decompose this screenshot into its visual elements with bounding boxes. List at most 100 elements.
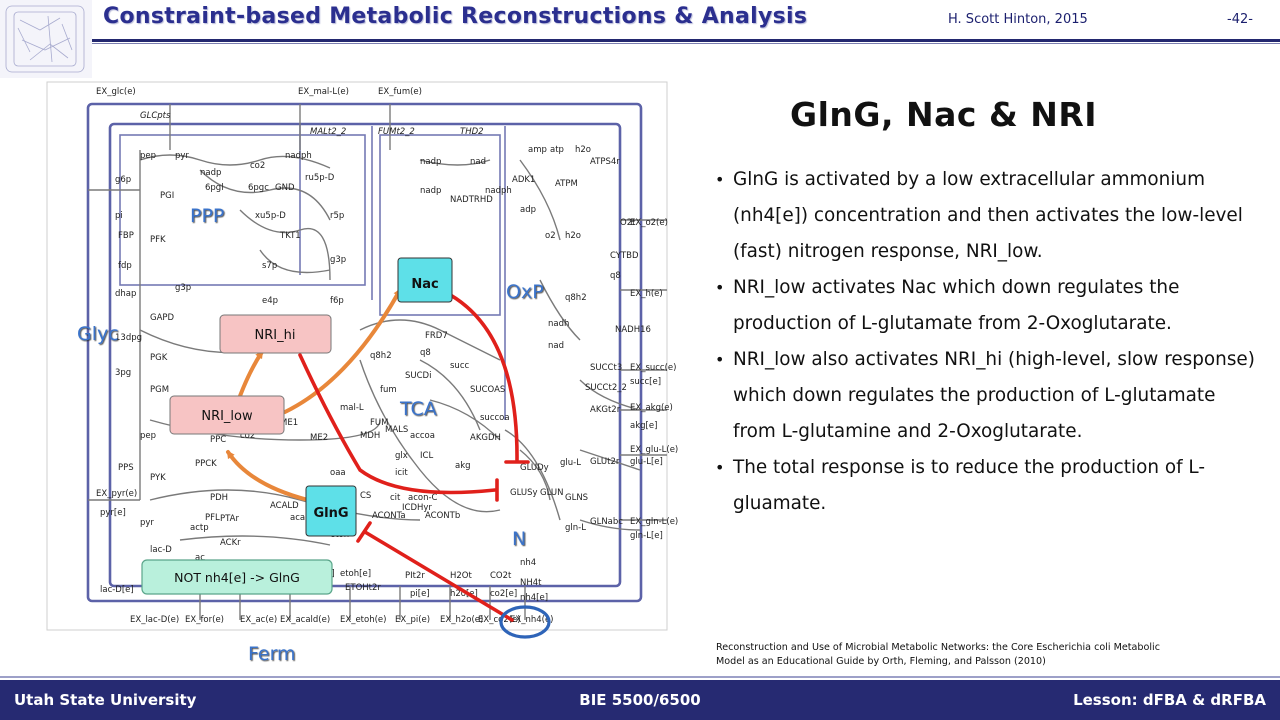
header-logo-graphic bbox=[0, 0, 92, 78]
bullet-item: GlnG is activated by a low extracellular… bbox=[712, 162, 1260, 270]
svg-text:EX_fum(e): EX_fum(e) bbox=[378, 87, 422, 97]
svg-text:PFL: PFL bbox=[205, 513, 220, 523]
svg-text:g3p: g3p bbox=[330, 255, 346, 265]
svg-text:SUCCt2_2: SUCCt2_2 bbox=[585, 383, 627, 393]
arrow-glng-to-nrilow bbox=[226, 450, 310, 502]
region-label-n: N bbox=[512, 528, 526, 550]
svg-text:13dpg: 13dpg bbox=[115, 333, 142, 343]
svg-text:mal-L: mal-L bbox=[340, 403, 364, 413]
svg-text:PPCK: PPCK bbox=[195, 459, 217, 469]
svg-text:ME2: ME2 bbox=[310, 433, 328, 443]
svg-text:PGM: PGM bbox=[150, 385, 169, 395]
header-divider bbox=[92, 39, 1280, 42]
svg-text:o2: o2 bbox=[545, 231, 556, 241]
node-not-nh4: NOT nh4[e] -> GlnG bbox=[141, 559, 333, 595]
region-label-tca: TCA bbox=[399, 398, 437, 420]
citation-text: Reconstruction and Use of Microbial Meta… bbox=[716, 642, 1160, 667]
svg-text:acald: acald bbox=[290, 513, 313, 523]
svg-text:PYK: PYK bbox=[150, 473, 166, 483]
svg-text:ACALD: ACALD bbox=[270, 501, 299, 511]
svg-text:EX_h(e): EX_h(e) bbox=[630, 289, 663, 299]
svg-text:pi[e]: pi[e] bbox=[410, 589, 430, 599]
svg-text:h2o: h2o bbox=[575, 145, 591, 155]
svg-text:xu5p-D: xu5p-D bbox=[255, 211, 286, 221]
svg-text:EX_etoh(e): EX_etoh(e) bbox=[340, 615, 386, 625]
svg-text:q8h2: q8h2 bbox=[565, 293, 587, 303]
slide-footer bbox=[0, 680, 1280, 720]
svg-text:ACONTa: ACONTa bbox=[372, 511, 406, 521]
svg-text:AKGt2r: AKGt2r bbox=[590, 405, 621, 415]
svg-text:EX_glu-L(e): EX_glu-L(e) bbox=[630, 445, 678, 455]
svg-text:GND: GND bbox=[275, 183, 295, 193]
svg-text:co2: co2 bbox=[240, 431, 255, 441]
svg-text:q8: q8 bbox=[610, 271, 621, 281]
slide-header: Constraint-based Metabolic Reconstructio… bbox=[0, 0, 1280, 78]
svg-text:glu-L: glu-L bbox=[560, 458, 581, 468]
svg-text:GLUN: GLUN bbox=[540, 488, 563, 498]
svg-text:GLCpts: GLCpts bbox=[140, 111, 171, 121]
svg-text:atp: atp bbox=[550, 145, 564, 155]
node-nri-low: NRI_low bbox=[169, 395, 285, 435]
svg-text:EX_lac-D(e): EX_lac-D(e) bbox=[130, 615, 179, 625]
svg-text:6pgl: 6pgl bbox=[205, 183, 224, 193]
svg-text:pi: pi bbox=[115, 211, 123, 221]
svg-text:ru5p-D: ru5p-D bbox=[305, 173, 335, 183]
svg-text:nadh: nadh bbox=[548, 319, 569, 329]
svg-text:pyr: pyr bbox=[140, 518, 154, 528]
svg-text:EX_ac(e): EX_ac(e) bbox=[240, 615, 277, 625]
svg-text:ICDHyr: ICDHyr bbox=[402, 503, 432, 513]
page-number: -42- bbox=[1227, 12, 1253, 27]
footer-divider bbox=[0, 676, 1280, 678]
header-title: Constraint-based Metabolic Reconstructio… bbox=[103, 4, 808, 29]
svg-text:glu-L[e]: glu-L[e] bbox=[630, 457, 663, 467]
svg-text:nadph: nadph bbox=[285, 151, 312, 161]
svg-text:EX_co2(e): EX_co2(e) bbox=[478, 615, 521, 625]
svg-text:NADH16: NADH16 bbox=[615, 325, 651, 335]
svg-text:NADTRHD: NADTRHD bbox=[450, 195, 493, 205]
svg-text:akg[e]: akg[e] bbox=[630, 421, 657, 431]
svg-text:akg: akg bbox=[455, 461, 471, 471]
bullet-item: NRI_low activates Nac which down regulat… bbox=[712, 270, 1260, 342]
svg-text:h2o[e]: h2o[e] bbox=[450, 589, 478, 599]
svg-text:EX_acald(e): EX_acald(e) bbox=[280, 615, 330, 625]
svg-text:CS: CS bbox=[360, 491, 371, 501]
svg-text:ac: ac bbox=[195, 553, 205, 563]
svg-text:FRD7: FRD7 bbox=[425, 331, 448, 341]
repress-bar-nh4 bbox=[356, 521, 372, 543]
repress-nac-to-glutamate bbox=[443, 290, 519, 462]
svg-text:dhap: dhap bbox=[115, 289, 136, 299]
node-nac: Nac bbox=[397, 257, 453, 303]
svg-text:actp: actp bbox=[190, 523, 209, 533]
svg-text:PGK: PGK bbox=[150, 353, 168, 363]
svg-text:GAPD: GAPD bbox=[150, 313, 175, 323]
slide-title: GlnG, Nac & NRI bbox=[790, 95, 1098, 134]
svg-text:EX_h2o(e): EX_h2o(e) bbox=[440, 615, 483, 625]
svg-text:nh4: nh4 bbox=[520, 558, 536, 568]
footer-course: BIE 5500/6500 bbox=[579, 691, 701, 709]
svg-text:nadp: nadp bbox=[200, 168, 221, 178]
svg-text:NH4t: NH4t bbox=[520, 578, 542, 588]
svg-text:fum: fum bbox=[380, 385, 397, 395]
svg-text:PGI: PGI bbox=[160, 191, 174, 201]
svg-text:THD2: THD2 bbox=[460, 127, 484, 137]
header-author: H. Scott Hinton, 2015 bbox=[948, 12, 1088, 27]
bullet-item: The total response is to reduce the prod… bbox=[712, 450, 1260, 522]
svg-text:AKGDH: AKGDH bbox=[470, 433, 501, 443]
svg-text:PTAr: PTAr bbox=[220, 514, 239, 524]
node-nri-low-label: NRI_low bbox=[201, 409, 253, 424]
svg-text:adp: adp bbox=[520, 205, 536, 215]
svg-text:s7p: s7p bbox=[262, 261, 277, 271]
svg-text:gln-L: gln-L bbox=[565, 523, 586, 533]
node-glng: GlnG bbox=[305, 485, 357, 537]
arrow-nrilow-to-nac bbox=[283, 288, 402, 414]
svg-text:g3p: g3p bbox=[175, 283, 191, 293]
svg-text:q8: q8 bbox=[420, 348, 431, 358]
svg-text:acon-C: acon-C bbox=[408, 493, 438, 503]
svg-text:EX_pi(e): EX_pi(e) bbox=[395, 615, 430, 625]
svg-text:lac-D[e]: lac-D[e] bbox=[100, 585, 134, 595]
svg-text:lac-D: lac-D bbox=[150, 545, 172, 555]
region-label-glyc: Glyc bbox=[77, 323, 119, 345]
svg-text:EX_glc(e): EX_glc(e) bbox=[96, 87, 136, 97]
svg-text:ETOHt2r: ETOHt2r bbox=[345, 583, 381, 593]
node-nri-hi: NRI_hi bbox=[219, 314, 332, 354]
